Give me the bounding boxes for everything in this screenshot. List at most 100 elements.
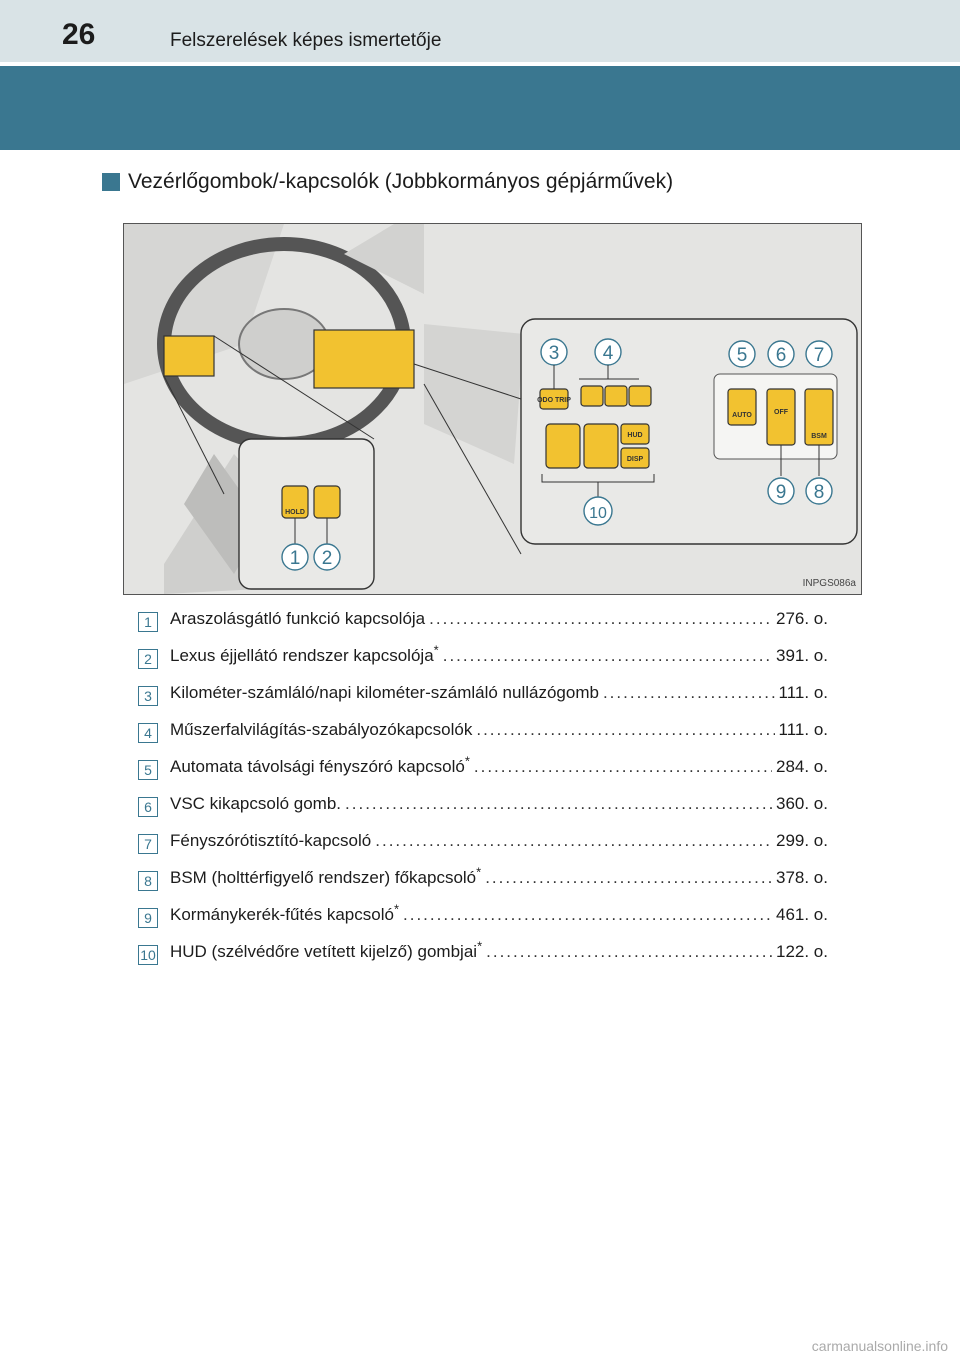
callout-9 — [767, 477, 795, 505]
item-number: 10 — [138, 944, 158, 965]
item-label-text: Kilométer-számláló/napi kilométer-számlá… — [170, 683, 599, 702]
callout-9-text: 9 — [776, 482, 787, 503]
list-item: 10 HUD (szélvédőre vetített kijelző) gom… — [138, 936, 828, 973]
callout-7 — [805, 340, 833, 368]
item-label: Kilométer-számláló/napi kilométer-számlá… — [170, 683, 599, 703]
hud-label: HUD — [627, 432, 642, 439]
watermark: carmanualsonline.info — [811, 1338, 948, 1354]
list-item: 1 Araszolásgátló funkció kapcsolója 276. … — [138, 603, 828, 640]
list-item: 7 Fényszórótisztító-kapcsoló 299. o. — [138, 825, 828, 862]
callout-line-10 — [541, 474, 655, 497]
item-label: VSC kikapcsoló gomb. — [170, 794, 341, 814]
hold-switch-label: HOLD — [285, 509, 305, 516]
item-label-text: Automata távolsági fényszóró kapcsoló — [170, 757, 465, 776]
item-line: Kilométer-számláló/napi kilométer-számlá… — [170, 683, 828, 703]
callout-3-text: 3 — [549, 343, 560, 364]
dimmer-up-switch — [628, 385, 652, 407]
figure-code: INPGS086a — [803, 578, 857, 589]
item-number: 7 — [138, 833, 158, 854]
auto-label: AUTO — [732, 412, 752, 419]
leader-line-4 — [423, 383, 522, 555]
item-line: Araszolásgátló funkció kapcsolója 276. o. — [170, 609, 828, 629]
callout-8-text: 8 — [814, 482, 825, 503]
item-dots — [603, 683, 775, 703]
item-label-text: BSM (holttérfigyelő rendszer) főkapcsoló — [170, 868, 477, 887]
auto-high-beam-switch — [727, 388, 757, 426]
vent-shape — [344, 224, 424, 294]
dashboard-drawing: .c { fill: #ffffff; stroke: #3a7790; str… — [124, 224, 861, 594]
item-number: 8 — [138, 870, 158, 891]
item-page-ref[interactable]: 111. o. — [778, 683, 828, 702]
section-square-icon — [102, 173, 120, 191]
item-star: * — [393, 901, 399, 917]
list-item: 4 Műszerfalvilágítás-szabályozókapcsolók… — [138, 714, 828, 751]
item-label: Fényszórótisztító-kapcsoló — [170, 831, 371, 851]
item-page-ref[interactable]: 284. o. — [776, 757, 828, 776]
item-label-text: Kormánykerék-fűtés kapcsoló — [170, 905, 394, 924]
item-list: 1 Araszolásgátló funkció kapcsolója 276. … — [138, 603, 828, 973]
item-page-ref[interactable]: 299. o. — [776, 831, 828, 850]
item-label-text: Araszolásgátló funkció kapcsolója — [170, 609, 426, 628]
hud-adjust-switch — [583, 423, 619, 469]
item-dots — [403, 905, 772, 925]
bsm-label: BSM — [811, 433, 827, 440]
hud-up-down-switch — [545, 423, 581, 469]
list-item: 2 Lexus éjjellátó rendszer kapcsolója* 39… — [138, 640, 828, 677]
item-page-ref[interactable]: 111. o. — [778, 720, 828, 739]
odo-trip-label: ODO TRIP — [537, 397, 571, 404]
item-page-ref[interactable]: 122. o. — [776, 942, 828, 961]
running-title: Felszerelések képes ismertetője — [170, 30, 442, 51]
callout-10 — [583, 496, 613, 526]
item-label-text: HUD (szélvédőre vetített kijelző) gombja… — [170, 942, 478, 961]
callout-1 — [281, 543, 309, 571]
item-dots — [486, 942, 772, 962]
item-number: 5 — [138, 759, 158, 780]
disp-switch — [620, 447, 650, 469]
list-item: 9 Kormánykerék-fűtés kapcsoló*461. o. — [138, 899, 828, 936]
item-page-ref[interactable]: 360. o. — [776, 794, 828, 813]
page-number: 26 — [62, 18, 96, 51]
item-line: Automata távolsági fényszóró kapcsoló* 28… — [170, 754, 828, 777]
callout-lines-8-9 — [780, 445, 820, 476]
vsc-off-switch — [766, 388, 796, 446]
item-number: 1 — [138, 611, 158, 632]
item-label: Lexus éjjellátó rendszer kapcsolója* — [170, 643, 439, 666]
item-page-ref[interactable]: 391. o. — [776, 646, 828, 665]
item-star: * — [464, 753, 470, 769]
item-number: 6 — [138, 796, 158, 817]
item-label: Műszerfalvilágítás-szabályozókapcsolók — [170, 720, 472, 740]
item-label: Automata távolsági fényszóró kapcsoló* — [170, 754, 470, 777]
item-number: 3 — [138, 685, 158, 706]
odo-trip-switch — [539, 388, 569, 410]
night-view-switch — [313, 485, 341, 519]
item-star: * — [476, 864, 482, 880]
section-title: Vezérlőgombok/-kapcsolók (Jobbkormányos … — [128, 170, 674, 193]
callout-1-text: 1 — [290, 548, 301, 569]
item-line: VSC kikapcsoló gomb. 360. o. — [170, 794, 828, 814]
item-page-ref[interactable]: 378. o. — [776, 868, 828, 887]
item-line: Műszerfalvilágítás-szabályozókapcsolók 11… — [170, 720, 828, 740]
item-label: Araszolásgátló funkció kapcsolója — [170, 609, 425, 629]
callout-line-4 — [579, 365, 639, 380]
callout-6-text: 6 — [776, 345, 787, 366]
leader-line-2 — [163, 375, 225, 495]
callout-10-text: 10 — [589, 505, 607, 522]
list-item: 3 Kilométer-számláló/napi kilométer-szám… — [138, 677, 828, 714]
item-label: BSM (holttérfigyelő rendszer) főkapcsoló… — [170, 865, 481, 888]
item-page-ref[interactable]: 461. o. — [776, 905, 828, 924]
controls-illustration: .c { fill: #ffffff; stroke: #3a7790; str… — [123, 223, 862, 595]
item-label-text: Lexus éjjellátó rendszer kapcsolója — [170, 646, 434, 665]
item-label-text: Fényszórótisztító-kapcsoló — [170, 831, 372, 850]
item-dots — [375, 831, 772, 851]
off-label: OFF — [774, 409, 789, 416]
item-number: 2 — [138, 648, 158, 669]
item-star: * — [477, 938, 483, 954]
item-line: Fényszórótisztító-kapcsoló 299. o. — [170, 831, 828, 851]
callout-4-text: 4 — [603, 343, 614, 364]
highlight-zone-wheel — [313, 329, 415, 389]
callout-2 — [313, 543, 341, 571]
dimmer-mid-switch — [604, 385, 628, 407]
item-line: HUD (szélvédőre vetített kijelző) gombja… — [170, 939, 828, 962]
item-page-ref[interactable]: 276. o. — [776, 609, 828, 628]
top-header-strip — [0, 0, 960, 62]
